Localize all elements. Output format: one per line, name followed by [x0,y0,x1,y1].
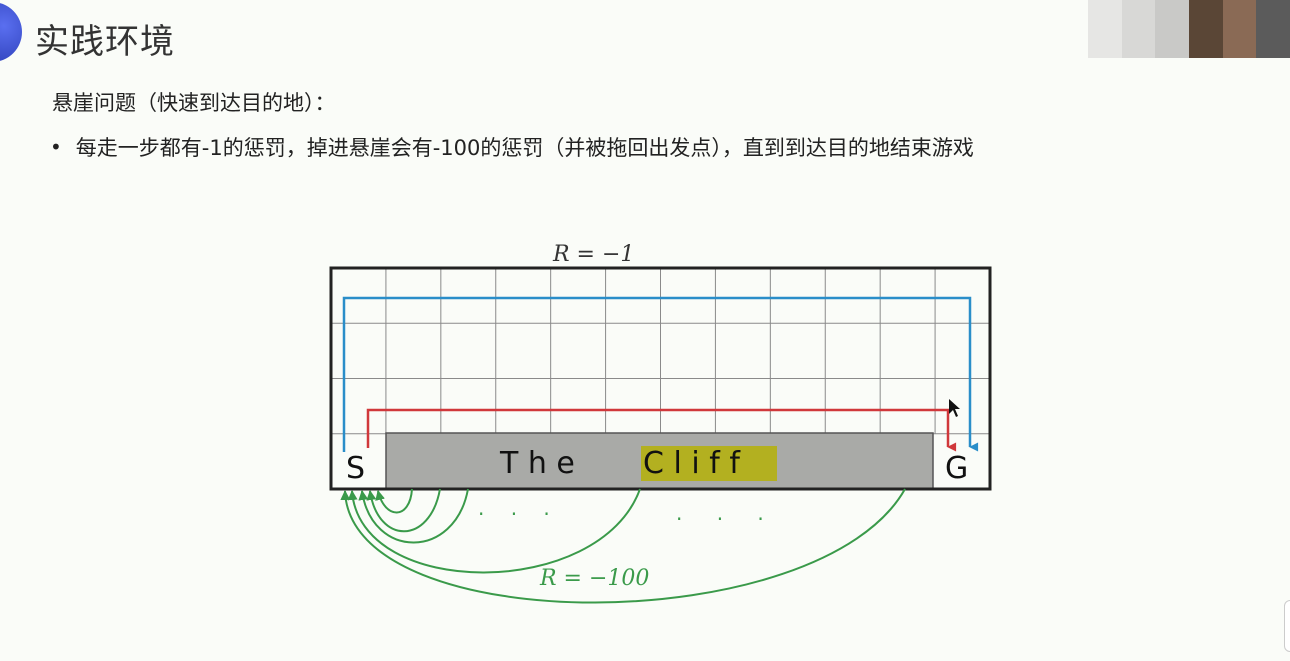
bullet-icon: • [50,135,62,159]
bullet-item: • 每走一步都有-1的惩罚，掉进悬崖会有-100的惩罚（并被拖回出发点），直到到… [50,132,974,162]
cliff-label-prefix: T h e [499,446,575,481]
mouse-cursor-icon [949,399,960,417]
webcam-swatch [1121,0,1156,58]
scroll-handle[interactable] [1284,600,1290,652]
problem-heading: 悬崖问题（快速到达目的地）： [52,91,336,115]
goal-label: G [945,451,968,486]
webcam-swatch [1155,0,1190,58]
bottom-reward-label: R = −100 [539,566,649,591]
slide-marker-dot [0,2,22,62]
page-title: 实践环境 [35,22,175,62]
webcam-swatch [1189,0,1223,58]
cliff-return-arrows [340,488,906,604]
safe-path-arrow [342,296,979,452]
cliff-highlight [641,446,777,481]
start-label: S [346,451,365,486]
cliff-label-highlight: C l i f f [643,446,741,481]
top-reward-label: R = −1 [552,242,634,267]
webcam-swatch [1256,0,1290,58]
ellipsis-right: . . . [676,501,778,525]
grid-frame [329,266,992,491]
webcam-swatch [1088,0,1122,58]
webcam-overlay [1088,0,1290,58]
webcam-swatch [1222,0,1257,58]
bullet-text: 每走一步都有-1的惩罚，掉进悬崖会有-100的惩罚（并被拖回出发点），直到到达目… [75,136,974,160]
ellipsis-left: . . . [478,496,560,520]
optimal-path-arrow [366,408,957,452]
